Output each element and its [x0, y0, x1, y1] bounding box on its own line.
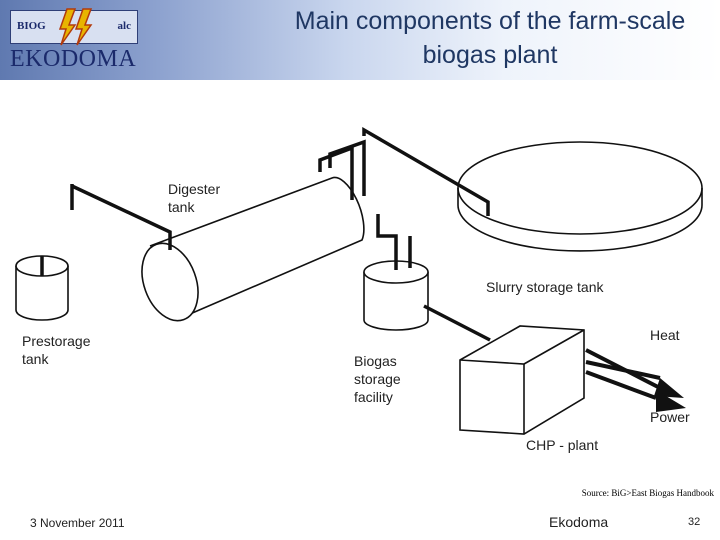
label-slurry-storage-tank: Slurry storage tank — [486, 279, 604, 295]
chp-plant — [459, 325, 585, 435]
output-arrows — [585, 348, 686, 412]
logo-word: EKODOMA — [10, 46, 137, 72]
label-biogas-storage: Biogas storage facility — [354, 353, 401, 405]
source-citation: Source: BiG>East Biogas Handbook — [581, 488, 714, 498]
footer-organization: Ekodoma — [549, 514, 609, 530]
ekodoma-logo: BIOG alc EKODOMA — [6, 8, 140, 74]
digester-tank — [141, 176, 365, 322]
logo-right-text: alc — [117, 20, 131, 32]
logo-left-text: BIOG — [17, 20, 46, 32]
logo-panel: BIOG alc — [10, 8, 138, 46]
heat-arrow-icon — [654, 378, 684, 398]
label-chp-plant: CHP - plant — [526, 437, 599, 453]
prestorage-tank — [15, 255, 69, 321]
label-prestorage-tank: Prestorage tank — [22, 333, 91, 367]
biogas-storage-facility — [363, 260, 429, 331]
slide-title: Main components of the farm-scale biogas… — [294, 7, 686, 69]
slide-number: 32 — [688, 516, 701, 528]
connecting-pipes — [40, 126, 491, 342]
label-heat: Heat — [650, 327, 680, 343]
footer-date: 3 November 2011 — [30, 516, 125, 530]
lightning-icon — [58, 8, 93, 46]
label-digester-tank: Digester tank — [168, 181, 221, 215]
label-power: Power — [650, 409, 690, 425]
slurry-storage-tank — [457, 141, 703, 252]
power-arrow-icon — [656, 390, 686, 412]
